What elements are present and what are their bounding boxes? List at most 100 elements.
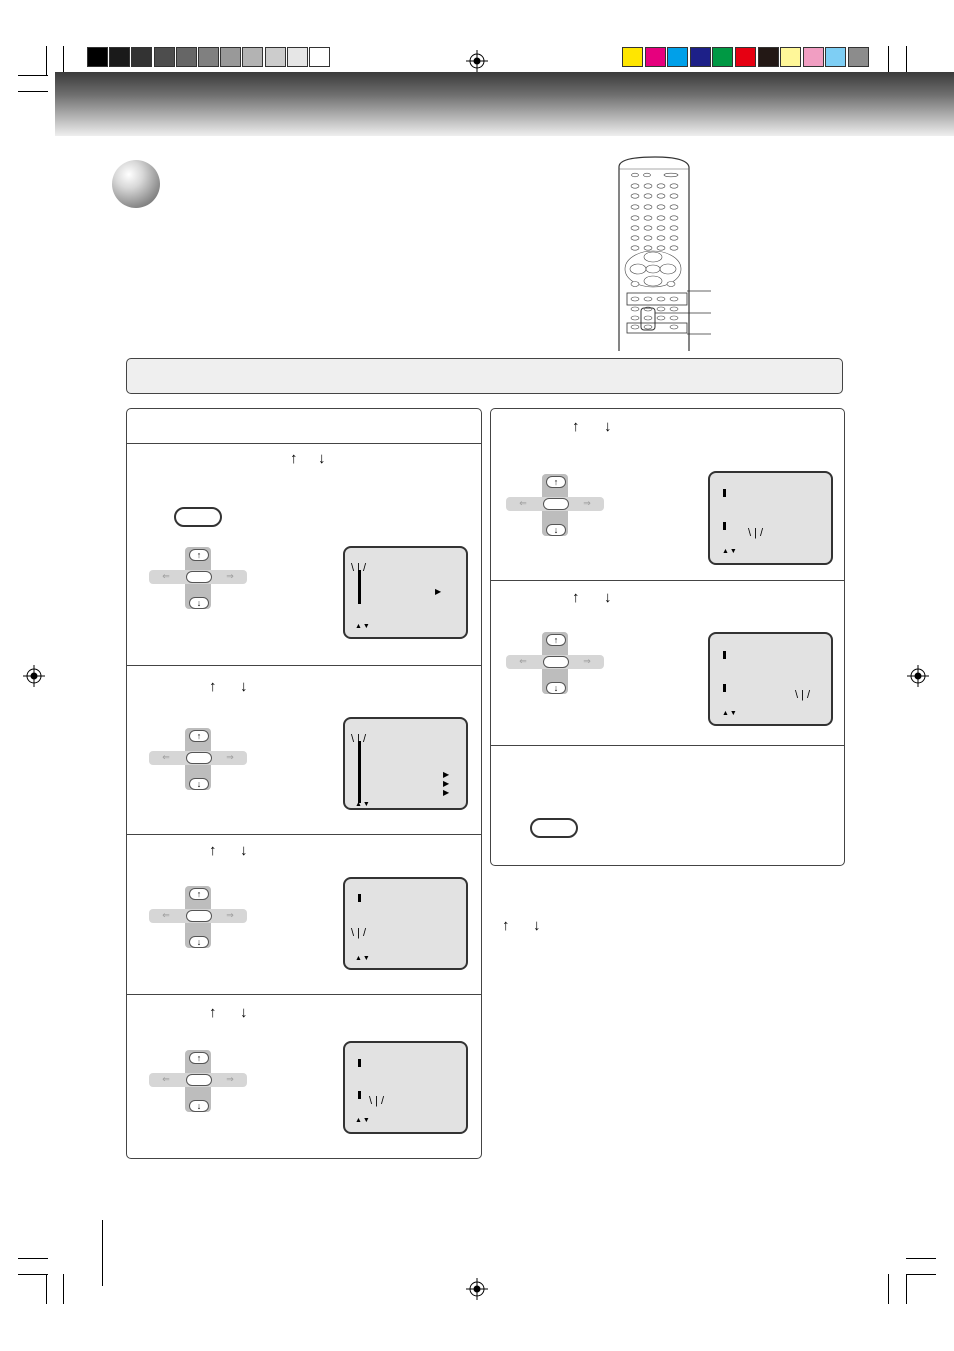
down-arrow-icon: ↓: [533, 917, 541, 934]
crop-mark: [888, 1274, 889, 1304]
grayscale-swatch: [309, 47, 330, 67]
page-rule: [102, 1220, 103, 1286]
direction-pad[interactable]: ↑ ↓ ⇐ ⇒: [506, 474, 604, 536]
submenu-arrow-icon: ▶: [443, 779, 450, 788]
up-arrow-icon: ↑: [209, 678, 217, 695]
tv-screen: \ | / ▲▼: [343, 1041, 468, 1134]
setup-button[interactable]: [174, 507, 222, 527]
menu-cursor-bar: [358, 1091, 361, 1099]
grayscale-swatch: [109, 47, 131, 67]
grayscale-swatch: [131, 47, 153, 67]
right-button[interactable]: ⇒: [583, 656, 591, 666]
updown-marker-icon: ▲▼: [355, 623, 371, 630]
down-button[interactable]: ↓: [189, 597, 209, 609]
color-swatch: [735, 47, 756, 67]
crop-mark: [906, 1274, 936, 1275]
section-bullet: [112, 160, 160, 208]
right-button[interactable]: ⇒: [583, 498, 591, 508]
crop-mark: [888, 46, 889, 76]
enter-button[interactable]: [543, 656, 569, 668]
color-swatch: [757, 47, 779, 67]
grayscale-swatch: [286, 47, 308, 67]
value-sparkle-icon: \ | /: [795, 689, 811, 701]
down-arrow-icon: ↓: [240, 678, 248, 695]
direction-pad[interactable]: ↑ ↓ ⇐ ⇒: [149, 728, 247, 790]
menu-cursor-bar: [358, 741, 361, 803]
registration-target-icon: [907, 665, 929, 687]
right-button[interactable]: ⇒: [226, 1074, 234, 1084]
grayscale-swatch: [153, 47, 175, 67]
down-button[interactable]: ↓: [546, 682, 566, 694]
updown-marker-icon: ▲▼: [355, 801, 371, 808]
value-sparkle-icon: \ | /: [369, 1095, 385, 1107]
crop-mark: [18, 1258, 48, 1259]
right-button[interactable]: ⇒: [226, 571, 234, 581]
left-button[interactable]: ⇐: [519, 498, 527, 508]
up-button[interactable]: ↑: [189, 549, 209, 561]
tv-screen: \ | / ▲▼: [343, 877, 468, 970]
up-arrow-icon: ↑: [290, 450, 298, 467]
up-button[interactable]: ↑: [546, 476, 566, 488]
crop-mark: [906, 1274, 907, 1304]
enter-button[interactable]: [186, 910, 212, 922]
up-button[interactable]: ↑: [189, 1052, 209, 1064]
left-button[interactable]: ⇐: [162, 571, 170, 581]
enter-button[interactable]: [186, 752, 212, 764]
left-button[interactable]: ⇐: [162, 910, 170, 920]
right-button[interactable]: ⇒: [226, 752, 234, 762]
tv-screen: \ | / ▶ ▶ ▶ ▲▼: [343, 717, 468, 810]
up-button[interactable]: ↑: [189, 888, 209, 900]
divider: [127, 665, 481, 666]
tv-screen: \ | / ▲▼: [708, 471, 833, 565]
up-arrow-icon: ↑: [572, 418, 580, 435]
menu-cursor-bar: [358, 570, 361, 604]
enter-button[interactable]: [186, 1074, 212, 1086]
direction-pad[interactable]: ↑ ↓ ⇐ ⇒: [506, 632, 604, 694]
divider: [127, 994, 481, 995]
color-swatch: [712, 47, 734, 67]
menu-cursor-bar: [358, 894, 361, 902]
down-button[interactable]: ↓: [189, 936, 209, 948]
right-button[interactable]: ⇒: [226, 910, 234, 920]
grayscale-swatch: [87, 47, 108, 67]
up-button[interactable]: ↑: [546, 634, 566, 646]
color-swatch: [825, 47, 847, 67]
submenu-arrow-icon: ▶: [435, 587, 442, 596]
down-button[interactable]: ↓: [546, 524, 566, 536]
cursor-sparkle-icon: \ | /: [351, 927, 367, 939]
direction-pad[interactable]: ↑ ↓ ⇐ ⇒: [149, 547, 247, 609]
section-title-bar: [126, 358, 843, 394]
direction-pad[interactable]: ↑ ↓ ⇐ ⇒: [149, 1050, 247, 1112]
up-arrow-icon: ↑: [209, 1004, 217, 1021]
color-swatch: [848, 47, 869, 67]
divider: [491, 580, 844, 581]
enter-button[interactable]: [543, 498, 569, 510]
color-swatch: [667, 47, 689, 67]
down-arrow-icon: ↓: [240, 1004, 248, 1021]
up-button[interactable]: ↑: [189, 730, 209, 742]
color-swatch: [780, 47, 802, 67]
registration-target-icon: [23, 665, 45, 687]
tv-screen: \ | / ▲▼: [708, 632, 833, 726]
direction-pad[interactable]: ↑ ↓ ⇐ ⇒: [149, 886, 247, 948]
value-sparkle-icon: \ | /: [748, 527, 764, 539]
down-button[interactable]: ↓: [189, 778, 209, 790]
left-button[interactable]: ⇐: [162, 752, 170, 762]
left-button[interactable]: ⇐: [162, 1074, 170, 1084]
grayscale-swatch: [264, 47, 286, 67]
up-arrow-icon: ↑: [209, 842, 217, 859]
down-arrow-icon: ↓: [240, 842, 248, 859]
menu-cursor-bar: [723, 684, 726, 692]
setup-button[interactable]: [530, 818, 578, 838]
left-button[interactable]: ⇐: [519, 656, 527, 666]
down-button[interactable]: ↓: [189, 1100, 209, 1112]
enter-button[interactable]: [186, 571, 212, 583]
updown-marker-icon: ▲▼: [722, 710, 738, 717]
grayscale-swatch: [220, 47, 242, 67]
grayscale-swatch: [242, 47, 264, 67]
crop-mark: [46, 1274, 47, 1304]
remote-control-illustration: [618, 156, 711, 351]
divider: [491, 745, 844, 746]
crop-mark: [63, 1274, 64, 1304]
grayscale-swatch: [198, 47, 219, 67]
